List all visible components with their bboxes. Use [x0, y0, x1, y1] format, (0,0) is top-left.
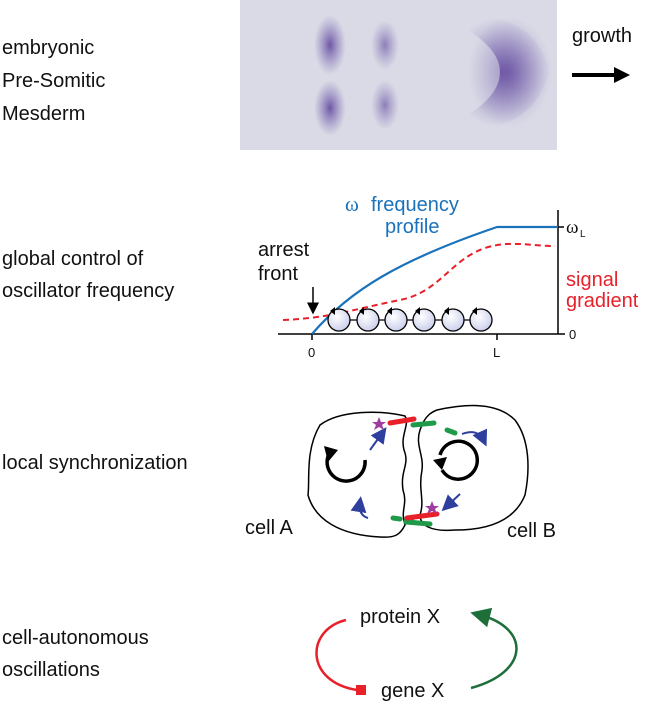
repression-end-icon — [356, 685, 366, 695]
oscillator-icon — [356, 307, 380, 332]
label-autonomous-2: oscillations — [2, 659, 100, 681]
activation-arc — [470, 607, 518, 690]
x-tick-L: L — [493, 345, 500, 360]
gene-label: gene X — [381, 680, 444, 702]
protein-label: protein X — [360, 606, 440, 628]
cell-synchronization: cell A cell B — [245, 404, 556, 542]
ligand-bar — [387, 416, 417, 426]
arrest-label-2: front — [258, 263, 298, 285]
oscillators — [327, 307, 493, 332]
cell-b-label: cell B — [507, 520, 556, 542]
cycle-arrow-icon-a — [325, 451, 367, 483]
oscillator-icon — [384, 307, 408, 332]
growth-arrowhead-icon — [614, 67, 630, 83]
label-local: local synchronization — [2, 452, 188, 474]
oscillator-icon — [469, 307, 493, 332]
y-tick-0: 0 — [569, 327, 576, 342]
oscillator-icon — [327, 307, 351, 332]
label-global-1: global control of — [2, 248, 144, 270]
embryo-photo — [240, 0, 557, 150]
label-psm-2: Pre-Somitic — [2, 70, 105, 92]
oscillator-icon — [441, 307, 465, 332]
cycle-arrow-icon-b — [438, 439, 480, 481]
profile-label-2: profile — [385, 216, 439, 238]
x-tick-0: 0 — [308, 345, 315, 360]
y-tick-omega-subscript: L — [580, 229, 586, 240]
cell-a-label: cell A — [245, 517, 293, 539]
arrest-label-1: arrest — [258, 239, 310, 261]
star-icon — [425, 501, 439, 514]
oscillator-icon — [412, 307, 436, 332]
label-psm-1: embryonic — [2, 37, 94, 59]
repression-arc — [315, 618, 358, 692]
signal-label-1: signal — [566, 269, 618, 291]
label-global-2: oscillator frequency — [2, 280, 174, 302]
signal-label-2: gradient — [566, 290, 639, 312]
label-psm-3: Mesderm — [2, 103, 85, 125]
frequency-plot: 0 L 0 ω L ω frequency profile arrest fro… — [258, 192, 639, 360]
growth-label: growth — [572, 25, 632, 47]
y-tick-omega: ω — [566, 217, 579, 238]
feedback-loop: protein X gene X — [315, 606, 518, 702]
omega-symbol: ω — [345, 192, 359, 216]
receptor-bar — [410, 420, 437, 428]
profile-label-1: frequency — [371, 194, 459, 216]
label-autonomous-1: cell-autonomous — [2, 627, 149, 649]
star-icon — [372, 417, 386, 430]
